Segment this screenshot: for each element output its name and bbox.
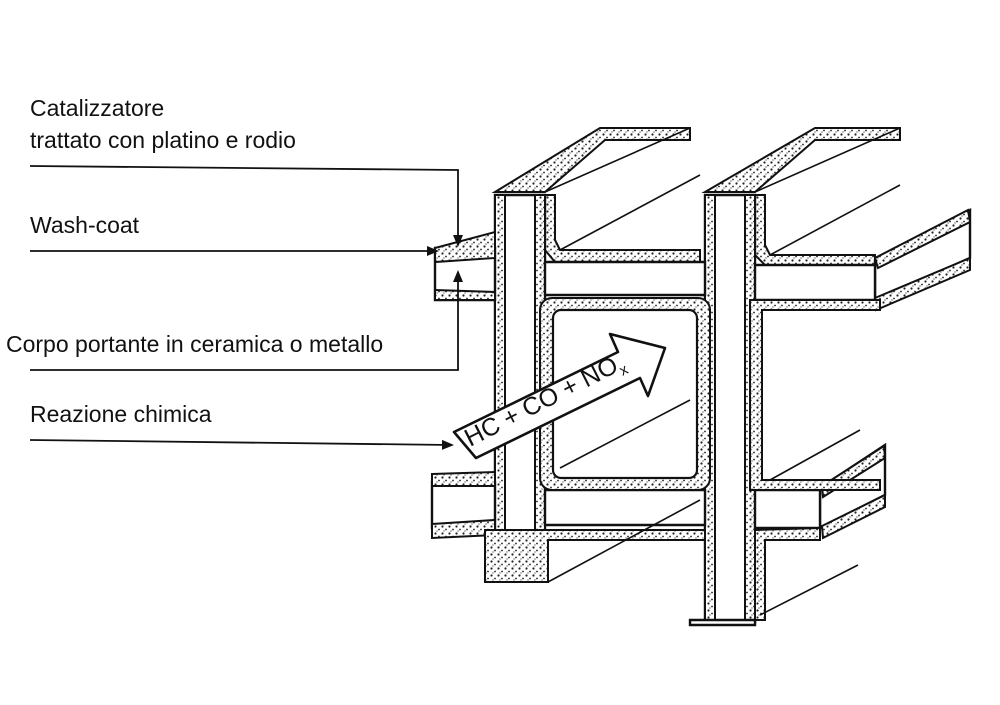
support-body-label: Corpo portante in ceramica o metallo — [6, 331, 383, 357]
support-body-leader — [30, 270, 463, 371]
top-left-channel — [491, 127, 701, 263]
honeycomb-structure — [430, 127, 972, 627]
top-right-channel — [701, 127, 901, 266]
bottom-right-cell — [754, 526, 859, 621]
reaction-label: Reazione chimica — [30, 401, 212, 427]
right-middle-cell — [749, 299, 881, 491]
bottom-left-cell — [484, 499, 706, 583]
catalyst-label-line1: Catalizzatore — [30, 95, 164, 121]
washcoat-label: Wash-coat — [30, 212, 140, 238]
catalyst-leader — [29, 165, 463, 247]
right-upper-arm — [873, 208, 972, 312]
central-cell — [539, 297, 711, 491]
leader-lines — [29, 165, 463, 450]
right-vertical-wall — [703, 193, 757, 624]
reaction-leader — [29, 439, 454, 450]
catalyst-label-line2: trattato con platino e rodio — [30, 127, 296, 153]
bottom-base — [688, 618, 757, 627]
top-horizontal-wall — [433, 230, 877, 302]
